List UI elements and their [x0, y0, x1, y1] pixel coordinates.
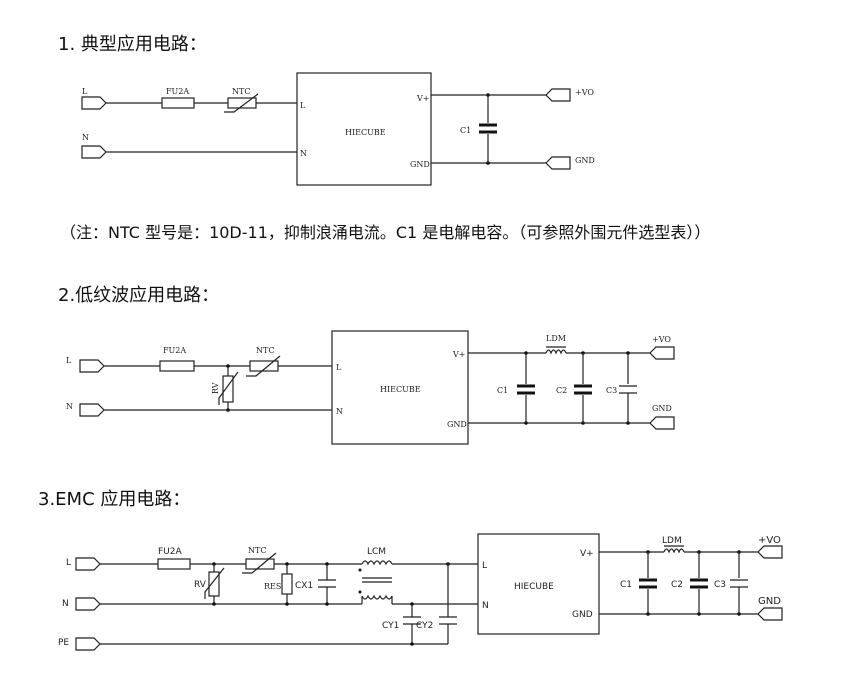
section3-heading: 3.EMC 应用电路： — [38, 489, 191, 510]
c2-port-l-label: L — [66, 356, 72, 365]
c2-ntc-label: NTC — [256, 346, 274, 355]
c2-out-vo-label: +VO — [652, 335, 671, 344]
c3-c1-label: C1 — [620, 580, 632, 590]
section2-heading: 2.低纹波应用电路： — [58, 285, 220, 306]
c3-pin-gnd: GND — [572, 610, 593, 620]
c3-res-label: RES — [264, 582, 281, 591]
c2-c1-label: C1 — [497, 386, 508, 395]
c3-lcm-coil-top — [361, 560, 393, 566]
c3-ntc — [245, 558, 275, 570]
c3-cx1-label: CX1 — [295, 581, 313, 591]
c1-pin-vplus: V+ — [416, 94, 429, 103]
c3-pin-l: L — [482, 561, 487, 571]
c3-out-gnd-label: GND — [758, 596, 781, 607]
c1-out-gnd-connector — [545, 156, 571, 170]
c1-out-vo-label: +VO — [575, 88, 594, 97]
c2-out-gnd-label: GND — [652, 404, 672, 413]
c3-module — [477, 533, 600, 635]
c3-port-l-connector — [75, 557, 101, 571]
c1-pin-n: N — [300, 149, 307, 158]
c3-fuse-label: FU2A — [158, 547, 182, 557]
c3-c3-label: C3 — [714, 580, 726, 590]
c2-port-n-label: N — [66, 402, 73, 411]
c3-cy2-label: CY2 — [416, 621, 433, 631]
c1-pin-l: L — [300, 101, 306, 110]
c2-port-n-connector — [79, 403, 105, 417]
c2-fuse-label: FU2A — [163, 346, 186, 355]
c2-pin-vplus: V+ — [452, 350, 465, 359]
c2-module-label: HIECUBE — [380, 385, 421, 394]
c3-pin-n: N — [482, 601, 489, 611]
c1-cap-label: C1 — [460, 126, 471, 135]
c2-ldm-inductor — [545, 349, 567, 355]
c1-port-l-connector — [81, 96, 107, 110]
c2-c3-label: C3 — [606, 386, 617, 395]
c2-c2-label: C2 — [556, 386, 567, 395]
c3-ntc-label: NTC — [248, 546, 266, 555]
c2-rv-label: RV — [211, 382, 220, 394]
c1-fuse-label: FU2A — [166, 87, 189, 96]
c2-out-vo-connector — [649, 346, 675, 360]
c3-out-vo-connector — [757, 545, 783, 559]
c3-c2-label: C2 — [671, 580, 683, 590]
c2-module — [331, 330, 469, 445]
c3-pin-vplus: V+ — [580, 549, 594, 559]
c2-out-gnd-connector — [649, 416, 675, 430]
c3-port-n-label: N — [62, 599, 69, 609]
c3-port-pe-connector — [75, 637, 101, 651]
c3-port-pe-label: PE — [58, 638, 69, 648]
c2-pin-n: N — [336, 407, 343, 416]
c1-port-n-label: N — [82, 133, 89, 142]
c1-port-n-connector — [81, 145, 107, 159]
c1-ntc-label: NTC — [232, 87, 250, 96]
c3-res — [281, 573, 293, 595]
c3-module-label: HIECUBE — [514, 582, 554, 592]
c1-out-vo-connector — [545, 88, 571, 102]
c3-lcm-coil-bottom — [361, 594, 393, 600]
c3-rv-label: RV — [194, 580, 207, 590]
c3-lcm-label: LCM — [367, 547, 386, 557]
c3-out-gnd-connector — [757, 607, 783, 621]
c2-pin-gnd: GND — [447, 420, 467, 429]
c2-port-l-connector — [79, 359, 105, 373]
note-text: （注：NTC 型号是：10D-11，抑制浪涌电流。C1 是电解电容。（可参照外围… — [60, 223, 711, 242]
c2-pin-l: L — [336, 363, 342, 372]
c1-module-label: HIECUBE — [345, 128, 386, 137]
c2-ldm-label: LDM — [546, 334, 566, 343]
c3-out-vo-label: +VO — [758, 535, 781, 546]
c1-pin-gnd: GND — [410, 160, 430, 169]
c3-port-n-connector — [75, 597, 101, 611]
c3-port-l-label: L — [66, 558, 71, 568]
c1-out-gnd-label: GND — [575, 156, 595, 165]
c3-fuse — [157, 558, 191, 570]
c3-cy1-label: CY1 — [382, 621, 399, 631]
section1-heading: 1. 典型应用电路： — [58, 34, 207, 55]
c3-ldm-inductor — [663, 548, 685, 554]
c1-module — [296, 72, 432, 186]
c3-ldm-label: LDM — [662, 536, 682, 546]
c1-port-l-label: L — [82, 87, 88, 96]
